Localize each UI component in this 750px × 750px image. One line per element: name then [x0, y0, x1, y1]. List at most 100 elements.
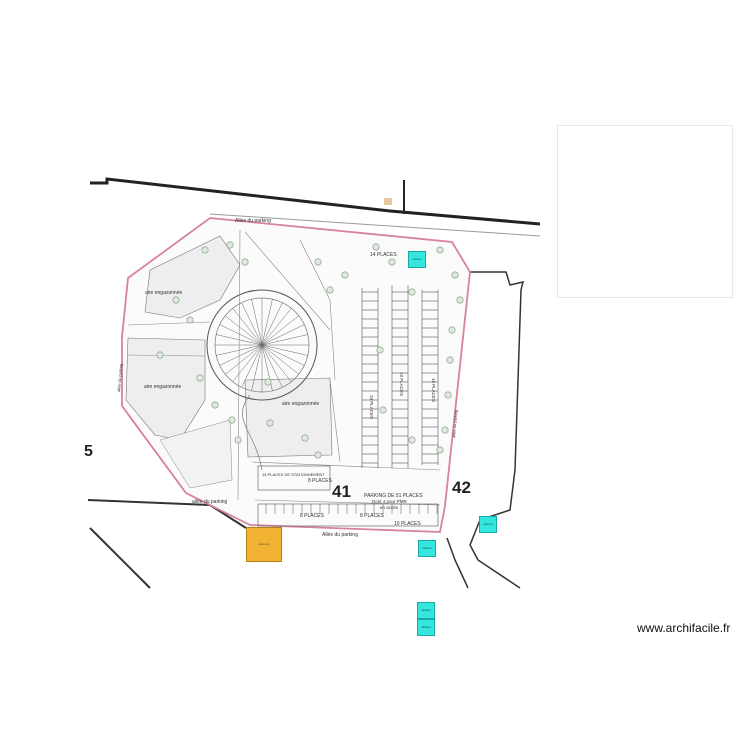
- label-street-bottom: Allée du parking: [322, 532, 358, 538]
- spoke: [261, 315, 299, 346]
- tree: [456, 296, 464, 304]
- spoke: [261, 308, 292, 346]
- spoke: [241, 344, 263, 388]
- small-marker: [384, 198, 392, 205]
- spoke: [225, 315, 263, 346]
- right-road-edge: [469, 271, 525, 589]
- top-road-edge-2: [209, 213, 541, 237]
- label-row3: 16 PLACES: [431, 378, 436, 402]
- legend-frame: [557, 125, 733, 298]
- spoke: [251, 344, 263, 391]
- tree: [408, 288, 416, 296]
- roundabout-outer: [206, 289, 318, 401]
- tree: [436, 446, 444, 454]
- label-green-center: aire engazonnée: [282, 401, 319, 407]
- tree: [266, 419, 274, 427]
- label-parking-note-3: en accès: [380, 505, 399, 510]
- spoke: [261, 344, 305, 366]
- label-green-left: aire engazonnée: [144, 384, 181, 390]
- marker-3-label: élément: [422, 547, 432, 550]
- marker-5[interactable]: élément: [417, 619, 435, 636]
- tree: [379, 406, 387, 414]
- tree: [408, 436, 416, 444]
- marker-4[interactable]: élément: [417, 602, 435, 619]
- spoke: [261, 344, 283, 388]
- spoke: [219, 324, 263, 346]
- marker-2[interactable]: élément: [479, 516, 497, 533]
- label-places-top: 14 PLACES: [370, 252, 397, 258]
- tree: [314, 258, 322, 266]
- watermark: www.archifacile.fr: [637, 621, 731, 635]
- tree: [196, 374, 204, 382]
- tree: [264, 378, 272, 386]
- label-places-c: 10 PLACES: [394, 521, 421, 527]
- tree: [301, 434, 309, 442]
- tree: [451, 271, 459, 279]
- label-row1: 19 PLACES: [369, 395, 374, 419]
- spoke: [261, 344, 308, 356]
- label-places-a: 8 PLACES: [308, 478, 333, 484]
- label-road-left: allée du parking: [116, 364, 123, 393]
- marker-3[interactable]: élément: [418, 540, 436, 557]
- lot-number-41: 41: [332, 482, 351, 501]
- tree: [234, 436, 242, 444]
- tree: [172, 296, 180, 304]
- label-places-b: 8 PLACES: [300, 513, 325, 519]
- spoke: [251, 299, 263, 346]
- marker-4-label: élément: [421, 609, 431, 612]
- label-row2: 19 PLACES: [399, 372, 404, 396]
- tree: [441, 426, 449, 434]
- spoke: [261, 299, 273, 346]
- interior-lines: [127, 229, 441, 506]
- access-path: [242, 394, 263, 471]
- spoke: [232, 308, 263, 346]
- tree: [201, 246, 209, 254]
- green-area-center: [244, 377, 333, 458]
- label-places-d: 8 PLACES: [360, 513, 385, 519]
- spoke: [241, 302, 263, 346]
- spoke: [261, 302, 283, 346]
- right-road-inner: [446, 537, 469, 589]
- bottom-parking-strip: [257, 503, 439, 527]
- tree: [376, 346, 384, 354]
- green-area-top-left: [144, 235, 241, 319]
- tree: [211, 401, 219, 409]
- tree: [446, 356, 454, 364]
- spoke: [219, 344, 263, 366]
- tree: [228, 416, 236, 424]
- label-parking-note-1: PARKING DE 51 PLACES: [364, 493, 423, 499]
- tree: [444, 391, 452, 399]
- tree: [326, 286, 334, 294]
- marker-1[interactable]: élément: [408, 251, 426, 268]
- marker-5-label: élément: [421, 626, 431, 629]
- tree: [156, 351, 164, 359]
- spoke: [232, 344, 263, 382]
- top-road-edge: [90, 177, 541, 226]
- orange-block-label: élément: [258, 542, 270, 546]
- lot-number-42: 42: [452, 478, 471, 497]
- label-street-top: Allée du parking: [235, 218, 271, 224]
- left-road-edge-2: [89, 527, 151, 589]
- label-road-right: allée du parking: [451, 410, 458, 439]
- lot-number-partial: 5: [84, 443, 93, 460]
- spoke: [261, 344, 292, 382]
- tree: [226, 241, 234, 249]
- marker-1-label: élément: [412, 258, 422, 261]
- tree: [388, 258, 396, 266]
- tree: [186, 316, 194, 324]
- left-parking-block: [257, 465, 331, 491]
- roundabout-spokes: [215, 298, 309, 392]
- tree: [436, 246, 444, 254]
- tree: [341, 271, 349, 279]
- label-street-bottom-left: allée du parking: [192, 499, 228, 505]
- parking-rows: [361, 285, 439, 468]
- spoke: [261, 344, 299, 375]
- orange-block[interactable]: élément: [246, 527, 282, 562]
- label-left-block: 14 PLACES DE STATIONNEMENT: [262, 472, 325, 477]
- green-area-lower-left: [159, 419, 233, 489]
- spoke: [261, 334, 308, 346]
- spoke: [261, 324, 305, 346]
- label-parking-note-2: Dont 4 pour PMR: [372, 499, 408, 504]
- tree: [448, 326, 456, 334]
